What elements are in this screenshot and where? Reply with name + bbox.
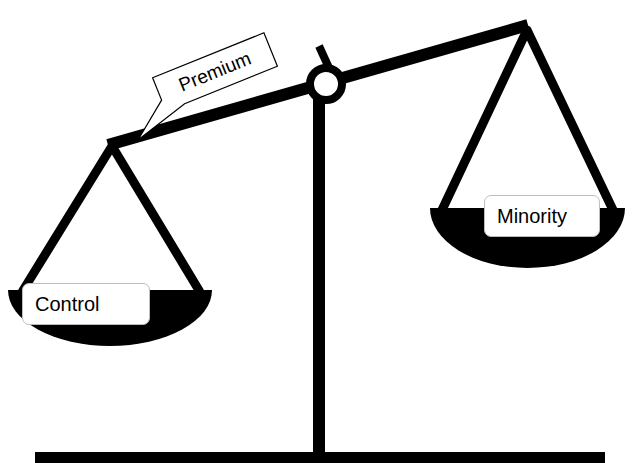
minority-label-box: Minority — [484, 195, 600, 237]
node-label: Control — [23, 293, 99, 316]
control-label-box: Control — [22, 283, 150, 325]
left-hanger — [22, 146, 200, 292]
scale-beam — [108, 25, 528, 145]
node-label: Minority — [485, 205, 567, 228]
scale-post — [313, 95, 325, 455]
right-hanger — [442, 30, 613, 210]
premium-callout: Premium — [130, 20, 290, 150]
callout-outline — [138, 33, 277, 140]
pivot-ring — [310, 68, 342, 100]
